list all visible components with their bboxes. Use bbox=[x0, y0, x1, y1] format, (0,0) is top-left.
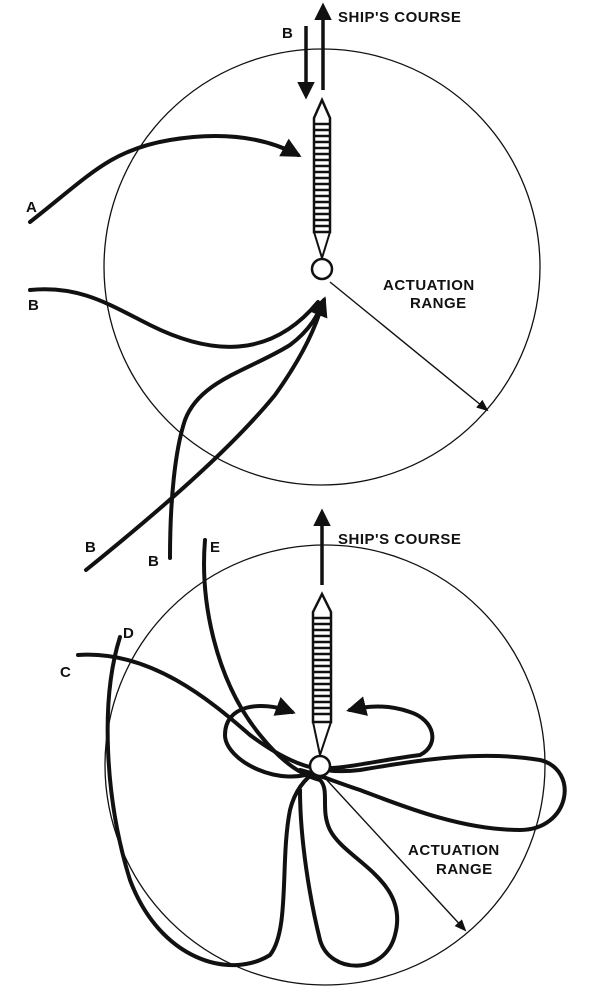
ship-course-label: SHIP'S COURSE bbox=[338, 9, 461, 26]
loop-right-path bbox=[318, 696, 435, 771]
range-label-line2: RANGE bbox=[436, 861, 493, 878]
range-label-line2: RANGE bbox=[410, 295, 467, 312]
approach-b-bottom-label: B bbox=[148, 553, 159, 570]
ship-course-label: SHIP'S COURSE bbox=[338, 531, 461, 548]
range-label-line1: ACTUATION bbox=[408, 842, 500, 859]
approach-b-top-label: B bbox=[282, 25, 293, 42]
approach-b-bottom-left-label: B bbox=[85, 539, 96, 556]
approach-d-label: D bbox=[123, 625, 134, 642]
ship-pivot-icon bbox=[308, 754, 332, 778]
radius-arrow bbox=[324, 777, 467, 932]
approach-e-label: E bbox=[210, 539, 221, 556]
approach-b-left-path bbox=[28, 287, 320, 349]
ship-icon bbox=[310, 96, 334, 281]
loop-left-path bbox=[222, 697, 322, 779]
approach-b-bottom-path bbox=[168, 296, 328, 560]
approach-d-path bbox=[105, 635, 320, 968]
approach-a-label: A bbox=[26, 199, 37, 216]
range-label-line1: ACTUATION bbox=[383, 277, 475, 294]
top-diagram: B SHIP'S COURSE A B ACTUATION RANGE B B bbox=[26, 2, 541, 572]
approach-c-path bbox=[76, 652, 567, 833]
approach-c-label: C bbox=[60, 664, 71, 681]
approach-a-path bbox=[28, 134, 302, 224]
ship-icon bbox=[311, 591, 333, 759]
radius-arrow bbox=[329, 281, 489, 412]
actuation-range-circle bbox=[104, 544, 546, 986]
bottom-diagram: SHIP'S COURSE E D C ACTUATION RANGE bbox=[60, 508, 567, 986]
approach-b-left-label: B bbox=[28, 297, 39, 314]
approach-b-bottom-left-path bbox=[84, 303, 324, 572]
